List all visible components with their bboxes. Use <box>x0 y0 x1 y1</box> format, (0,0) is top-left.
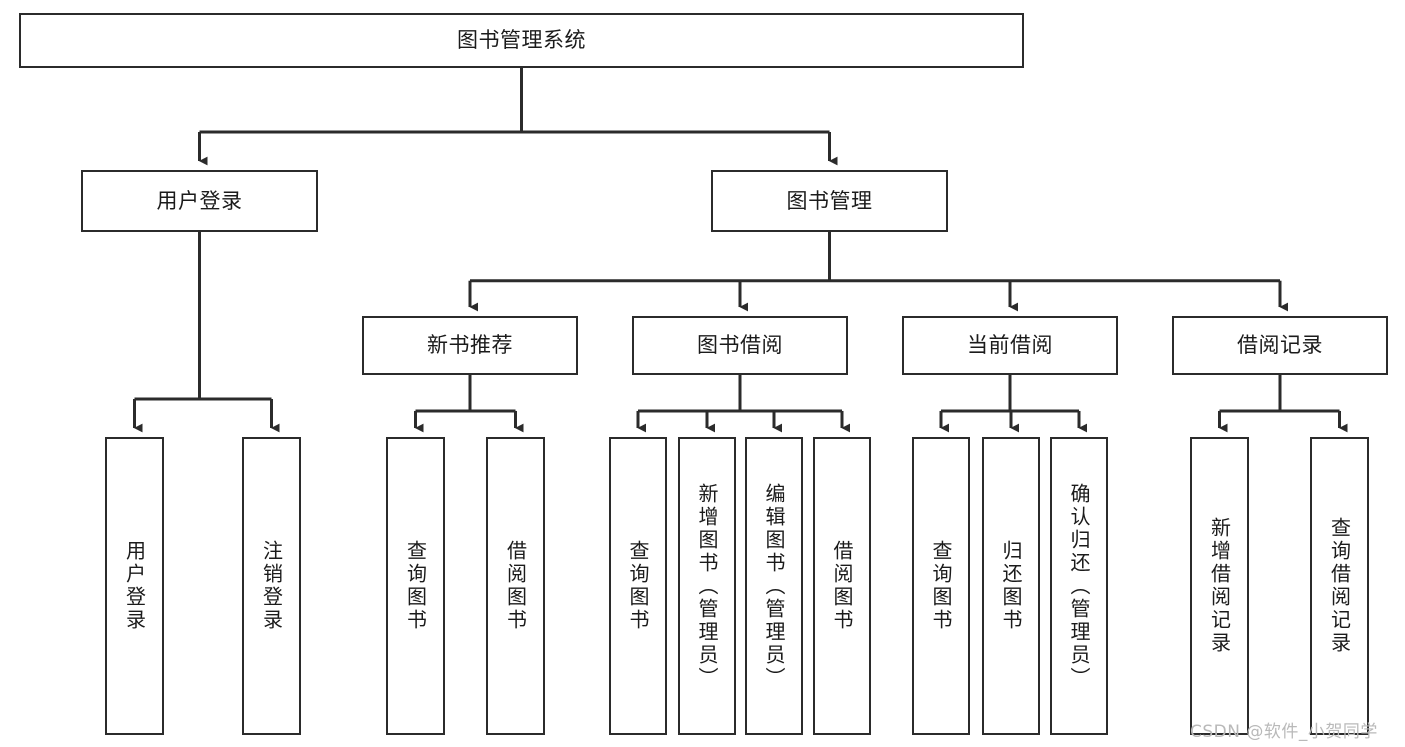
node-leaf-user-login[interactable]: 用户登录 <box>105 437 164 735</box>
node-leaf-edit-book-label: 编辑图书（管理员） <box>762 482 786 690</box>
node-book-borrow[interactable]: 图书借阅 <box>632 316 848 375</box>
node-current-borrow[interactable]: 当前借阅 <box>902 316 1118 375</box>
node-leaf-add-book[interactable]: 新增图书（管理员） <box>678 437 736 735</box>
node-leaf-confirm-return-label: 确认归还（管理员） <box>1067 482 1091 690</box>
node-leaf-user-logout[interactable]: 注销登录 <box>242 437 301 735</box>
node-book-manage-label: 图书管理 <box>786 188 873 213</box>
node-user-login-label: 用户登录 <box>156 188 243 213</box>
node-root-label: 图书管理系统 <box>457 28 586 53</box>
node-leaf-add-record-label: 新增借阅记录 <box>1207 517 1232 655</box>
node-leaf-query-record-label: 查询借阅记录 <box>1327 517 1352 655</box>
node-leaf-user-logout-label: 注销登录 <box>259 540 284 632</box>
node-leaf-borrow-book-rec-label: 借阅图书 <box>503 540 528 632</box>
node-leaf-add-record[interactable]: 新增借阅记录 <box>1190 437 1249 735</box>
node-root[interactable]: 图书管理系统 <box>19 13 1024 68</box>
node-leaf-query-book-rec-label: 查询图书 <box>403 540 428 632</box>
node-leaf-query-book-cur[interactable]: 查询图书 <box>912 437 970 735</box>
node-borrow-record-label: 借阅记录 <box>1237 333 1323 358</box>
node-current-borrow-label: 当前借阅 <box>967 333 1053 358</box>
node-borrow-record[interactable]: 借阅记录 <box>1172 316 1388 375</box>
node-book-borrow-label: 图书借阅 <box>697 333 783 358</box>
node-leaf-return-book[interactable]: 归还图书 <box>982 437 1040 735</box>
node-leaf-query-book-borrow-label: 查询图书 <box>626 540 650 632</box>
node-leaf-edit-book[interactable]: 编辑图书（管理员） <box>745 437 803 735</box>
node-leaf-query-book-cur-label: 查询图书 <box>929 540 953 632</box>
node-leaf-borrow-book[interactable]: 借阅图书 <box>813 437 871 735</box>
node-leaf-query-book-borrow[interactable]: 查询图书 <box>609 437 667 735</box>
node-leaf-borrow-book-rec[interactable]: 借阅图书 <box>486 437 545 735</box>
node-leaf-user-login-label: 用户登录 <box>122 540 147 632</box>
node-leaf-query-book-rec[interactable]: 查询图书 <box>386 437 445 735</box>
node-leaf-add-book-label: 新增图书（管理员） <box>695 482 719 690</box>
node-leaf-return-book-label: 归还图书 <box>999 540 1023 632</box>
node-new-book-rec-label: 新书推荐 <box>427 333 513 358</box>
node-leaf-confirm-return[interactable]: 确认归还（管理员） <box>1050 437 1108 735</box>
node-leaf-query-record[interactable]: 查询借阅记录 <box>1310 437 1369 735</box>
node-leaf-borrow-book-label: 借阅图书 <box>830 540 854 632</box>
node-book-manage[interactable]: 图书管理 <box>711 170 948 232</box>
node-user-login[interactable]: 用户登录 <box>81 170 318 232</box>
node-new-book-rec[interactable]: 新书推荐 <box>362 316 578 375</box>
